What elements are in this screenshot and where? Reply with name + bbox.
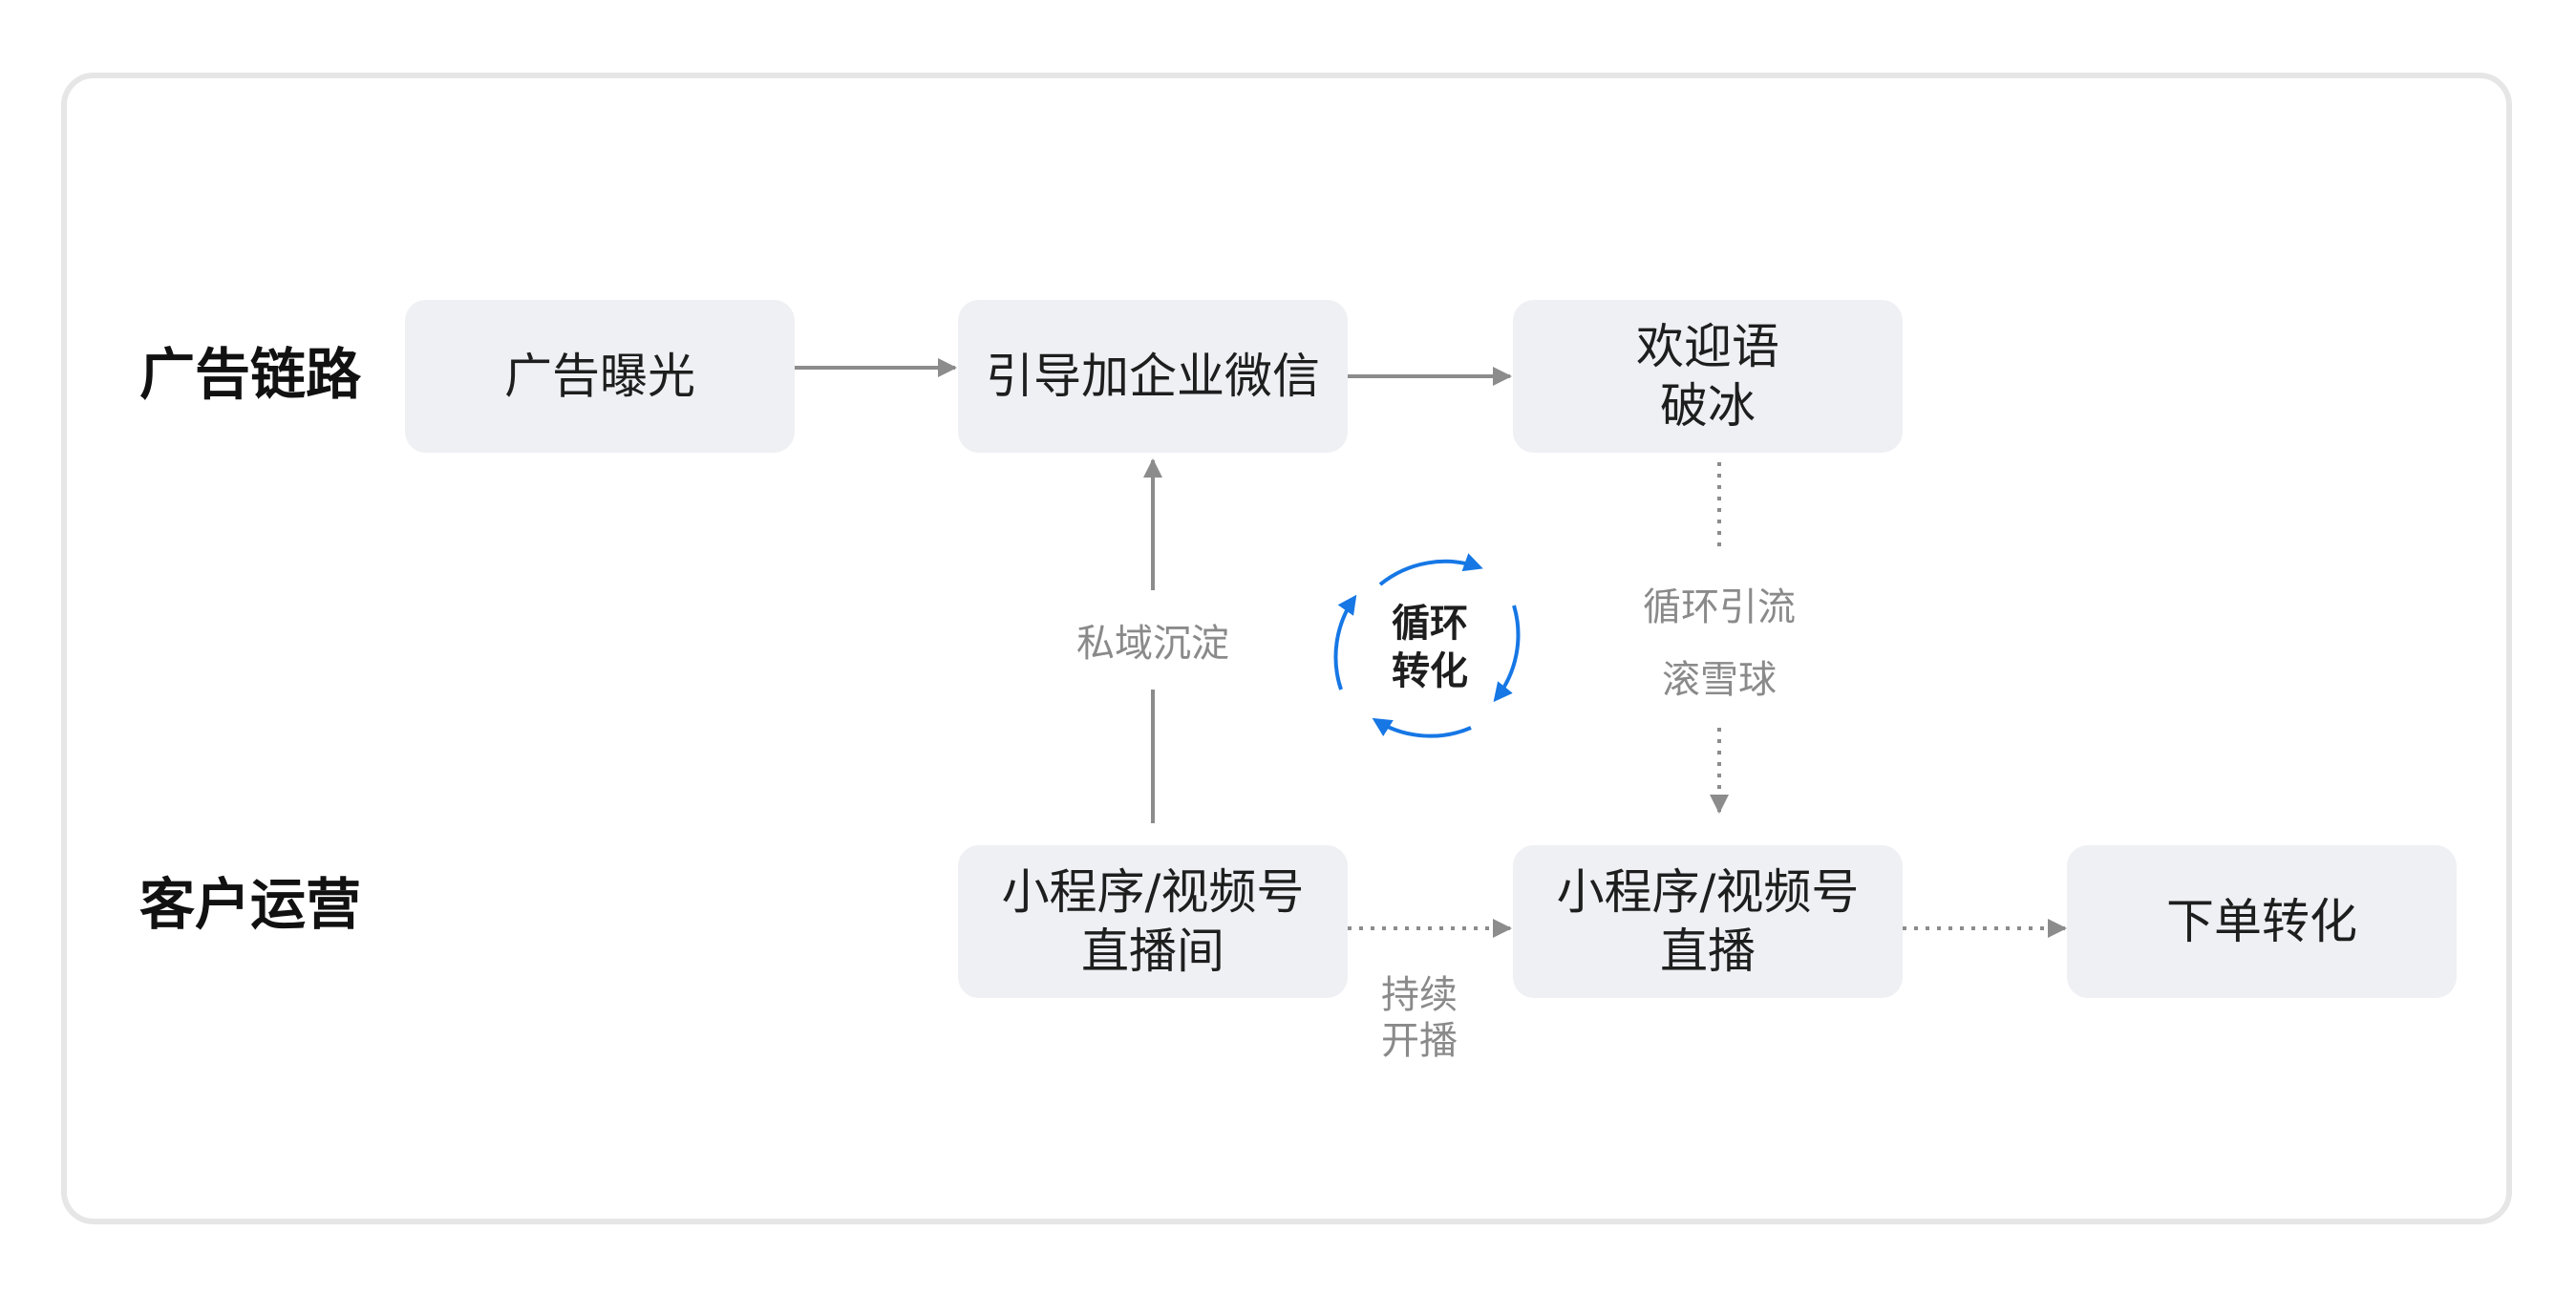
cycle-icon [1333, 553, 1521, 738]
label-snowball: 滚雪球 [1662, 658, 1777, 702]
node-add-wecom: 引导加企业微信 [958, 300, 1348, 453]
node-live-room-line1: 小程序/视频号 [1001, 864, 1305, 920]
cycle-text: 循环 转化 [1373, 600, 1487, 695]
node-welcome-line2: 破冰 [1660, 378, 1756, 434]
label-loop-traffic: 循环引流 [1643, 585, 1796, 629]
node-live-room-line2: 直播间 [1080, 924, 1224, 979]
node-add-wecom-text: 引导加企业微信 [986, 349, 1320, 404]
row-label-ad-chain: 广告链路 [139, 342, 362, 407]
node-order: 下单转化 [2067, 845, 2457, 998]
label-keep-streaming: 持续 开播 [1372, 972, 1467, 1064]
label-keep-streaming-line2: 开播 [1381, 1019, 1458, 1063]
node-welcome-line1: 欢迎语 [1636, 319, 1779, 374]
node-live: 小程序/视频号 直播 [1513, 845, 1903, 998]
cycle-text-line2: 转化 [1392, 649, 1468, 693]
cycle-text-line1: 循环 [1392, 602, 1468, 646]
diagram-frame [61, 73, 2512, 1224]
label-private-domain: 私域沉淀 [1076, 622, 1229, 666]
node-live-line2: 直播 [1659, 924, 1756, 979]
node-order-text: 下单转化 [2166, 894, 2357, 949]
node-ad-exposure: 广告曝光 [405, 300, 795, 453]
node-welcome: 欢迎语 破冰 [1513, 300, 1903, 453]
cycle-arc-left [1333, 594, 1357, 690]
node-live-room: 小程序/视频号 直播间 [958, 845, 1348, 998]
node-live-line1: 小程序/视频号 [1556, 864, 1860, 920]
label-keep-streaming-line1: 持续 [1381, 973, 1458, 1017]
cycle-arc-top [1378, 553, 1483, 586]
cycle-arc-bottom [1372, 717, 1472, 738]
row-label-customer-ops: 客户运营 [139, 872, 362, 937]
node-ad-exposure-text: 广告曝光 [504, 349, 695, 404]
cycle-arc-right [1493, 605, 1521, 703]
